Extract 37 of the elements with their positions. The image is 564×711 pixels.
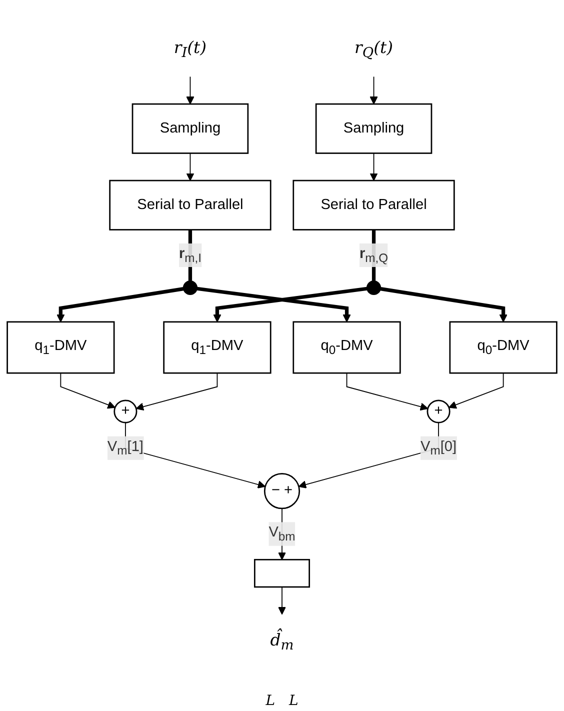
node-box: q$_{0}$-DMV <box>449 321 558 374</box>
node-circle: − + <box>264 473 300 510</box>
arrow <box>278 586 286 615</box>
arrow <box>448 372 504 409</box>
node-box: Serial to Parallel <box>292 180 455 230</box>
node-circle <box>366 280 382 296</box>
edge-label: V$_{m}$[1] <box>107 438 144 458</box>
bus-width-label: L <box>289 693 298 709</box>
node-box: q$_{1}$-DMV <box>6 321 115 374</box>
arrow <box>370 152 378 181</box>
arrow <box>346 372 428 411</box>
bus-width-label: L <box>266 693 275 709</box>
node-circle: + <box>426 400 450 424</box>
node-text: r$_{Q}$(t) <box>354 38 393 61</box>
arrow <box>186 152 194 181</box>
arrow <box>213 286 368 322</box>
node-box: Sampling <box>132 103 249 154</box>
arrow <box>136 372 218 411</box>
node-box <box>254 558 310 588</box>
arrow <box>370 76 378 104</box>
edge-label: r$_{m,I}$ <box>178 246 202 265</box>
edge-label: r$_{m,Q}$ <box>359 246 388 265</box>
node-box: Sampling <box>315 103 432 154</box>
arrow <box>196 286 351 322</box>
node-box: q$_{1}$-DMV <box>163 321 272 374</box>
node-text: r$_{I}$(t) <box>174 38 207 61</box>
arrow <box>60 372 116 409</box>
node-text: d̂$_{m}$ <box>270 630 294 654</box>
arrow <box>380 287 508 322</box>
arrow <box>186 76 194 104</box>
node-box: q$_{0}$-DMV <box>292 321 401 374</box>
node-circle: + <box>114 400 138 424</box>
node-box: Serial to Parallel <box>109 180 272 230</box>
edge-label: V$_{bm}$ <box>268 524 296 544</box>
edge-label: V$_{m}$[0] <box>420 438 457 458</box>
arrow <box>56 287 184 322</box>
node-circle <box>182 280 198 296</box>
